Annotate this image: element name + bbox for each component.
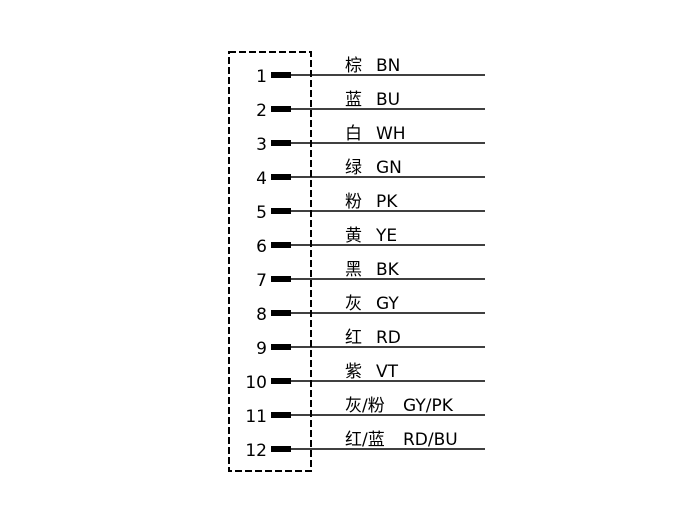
pin-contact (271, 446, 291, 452)
pin-contact (271, 310, 291, 316)
pin-number: 12 (245, 441, 267, 461)
pin-number: 10 (245, 373, 267, 393)
wire-color-chinese: 红/蓝 (345, 430, 385, 450)
connector-housing (228, 51, 312, 472)
pin-contact (271, 106, 291, 112)
wire-color-code: BU (376, 90, 400, 110)
wire-color-code: VT (376, 362, 399, 382)
wire-color-code: RD/BU (403, 430, 458, 450)
pin-contact (271, 242, 291, 248)
wire-color-chinese: 灰/粉 (345, 396, 385, 416)
pin-contact (271, 174, 291, 180)
pin-number: 8 (256, 305, 267, 325)
wire-color-code: GN (376, 158, 402, 178)
pin-contact (271, 208, 291, 214)
wire-color-code: BK (376, 260, 400, 280)
wire-color-code: BN (376, 56, 400, 76)
pin-number: 4 (256, 169, 267, 189)
wire-color-code: WH (376, 124, 406, 144)
pin-contact (271, 412, 291, 418)
wire-color-chinese: 绿 (345, 158, 362, 178)
wire-color-chinese: 黄 (345, 226, 362, 246)
wire-color-chinese: 白 (345, 124, 362, 144)
pin-contact (271, 72, 291, 78)
pin-number: 1 (256, 67, 267, 87)
pin-number: 3 (256, 135, 267, 155)
pin-number: 11 (245, 407, 267, 427)
wire-color-chinese: 蓝 (345, 90, 362, 110)
pin-number: 2 (256, 101, 267, 121)
wire-color-chinese: 黑 (345, 260, 362, 280)
wire-color-code: GY/PK (403, 396, 454, 416)
wire-color-code: YE (375, 226, 397, 246)
pin-number: 6 (256, 237, 267, 257)
wire-color-code: RD (376, 328, 401, 348)
pin-number: 5 (256, 203, 267, 223)
pin-contact (271, 276, 291, 282)
wire-color-chinese: 紫 (345, 362, 362, 382)
wire-color-chinese: 灰 (345, 294, 362, 314)
pin-contact (271, 344, 291, 350)
pin-number: 9 (256, 339, 267, 359)
wire-color-code: PK (376, 192, 398, 212)
wire-color-chinese: 红 (345, 328, 362, 348)
pin-number: 7 (256, 271, 267, 291)
pin-contact (271, 140, 291, 146)
wire-color-chinese: 粉 (345, 192, 362, 212)
pin-contact (271, 378, 291, 384)
wire-color-code: GY (376, 294, 399, 314)
wire-color-chinese: 棕 (345, 56, 362, 76)
